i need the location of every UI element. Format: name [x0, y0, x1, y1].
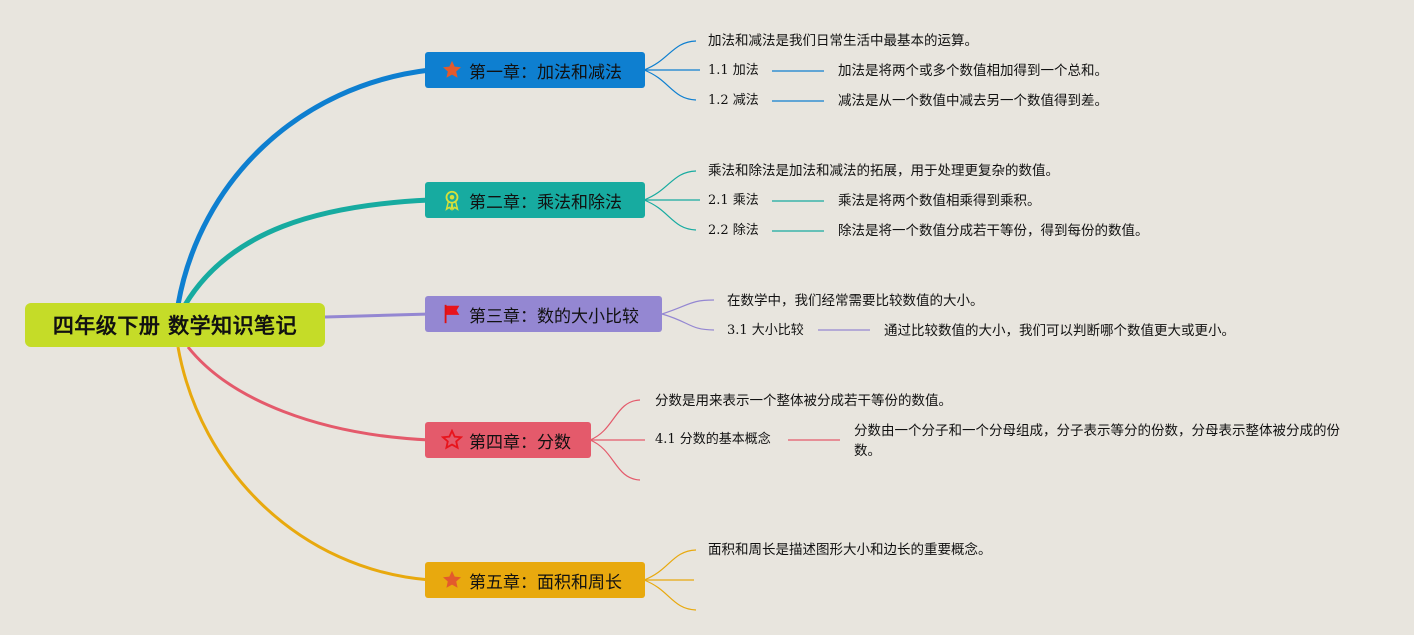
chapter-1-sub-1-desc[interactable]: 加法是将两个或多个数值相加得到一个总和。 — [838, 63, 1108, 79]
star-outline-icon — [441, 429, 463, 451]
star-icon — [441, 569, 463, 591]
chapter-2-sub-2-label[interactable]: 2.2 除法 — [708, 223, 759, 238]
link-root-ch4 — [186, 346, 431, 442]
chapter-2-sub-1-label[interactable]: 2.1 乘法 — [708, 193, 759, 208]
chapter-4-intro[interactable]: 分数是用来表示一个整体被分成若干等份的数值。 — [655, 393, 952, 409]
chapter-1-sub-1-label[interactable]: 1.1 加法 — [708, 63, 759, 78]
chapter-4-sub-1-label[interactable]: 4.1 分数的基本概念 — [655, 432, 771, 447]
root-topic[interactable]: 四年级下册 数学知识笔记 — [25, 303, 325, 347]
chapter-5-node[interactable]: 第五章：面积和周长 — [425, 562, 645, 598]
link-root-ch5 — [176, 346, 431, 582]
chapter-3-intro[interactable]: 在数学中，我们经常需要比较数值的大小。 — [727, 293, 984, 309]
chapter-2-sub-1-desc[interactable]: 乘法是将两个数值相乘得到乘积。 — [838, 193, 1041, 209]
chapter-3-sub-1-label[interactable]: 3.1 大小比较 — [727, 323, 804, 338]
chapter-4-sub-1-desc[interactable]: 分数由一个分子和一个分母组成，分子表示等分的份数，分母表示整体被分成的份数。 — [854, 423, 1340, 459]
ch5-branches — [643, 549, 697, 611]
star-icon — [441, 59, 463, 81]
chapter-2-sub-2-desc[interactable]: 除法是将一个数值分成若干等份，得到每份的数值。 — [838, 223, 1149, 239]
ch4-branches — [589, 399, 840, 481]
link-root-ch2 — [182, 197, 431, 307]
chapter-2-node[interactable]: 第二章：乘法和除法 — [425, 182, 645, 218]
chapter-1-intro[interactable]: 加法和减法是我们日常生活中最基本的运算。 — [708, 33, 978, 49]
award-icon — [441, 189, 463, 211]
link-root-ch1 — [175, 67, 431, 306]
chapter-1-sub-2-label[interactable]: 1.2 减法 — [708, 93, 759, 108]
chapter-4-node[interactable]: 第四章：分数 — [425, 422, 591, 458]
ch2-branches — [643, 170, 824, 232]
chapter-1-label: 第一章：加法和减法 — [469, 62, 622, 83]
flag-icon — [441, 303, 463, 325]
chapter-5-intro[interactable]: 面积和周长是描述图形大小和边长的重要概念。 — [708, 542, 992, 558]
chapter-2-intro[interactable]: 乘法和除法是加法和减法的拓展，用于处理更复杂的数值。 — [708, 163, 1059, 179]
chapter-2-label: 第二章：乘法和除法 — [469, 192, 622, 213]
chapter-1-node[interactable]: 第一章：加法和减法 — [425, 52, 645, 88]
chapter-3-label: 第三章：数的大小比较 — [469, 306, 639, 327]
chapter-4-label: 第四章：分数 — [469, 432, 571, 453]
chapter-3-sub-1-desc[interactable]: 通过比较数值的大小，我们可以判断哪个数值更大或更小。 — [884, 323, 1235, 339]
link-root-ch3 — [324, 312, 431, 319]
chapter-1-sub-2-desc[interactable]: 减法是从一个数值中减去另一个数值得到差。 — [838, 93, 1108, 109]
chapter-3-node[interactable]: 第三章：数的大小比较 — [425, 296, 662, 332]
ch3-branches — [661, 299, 870, 331]
chapter-5-label: 第五章：面积和周长 — [469, 572, 622, 593]
ch1-branches — [643, 40, 824, 102]
